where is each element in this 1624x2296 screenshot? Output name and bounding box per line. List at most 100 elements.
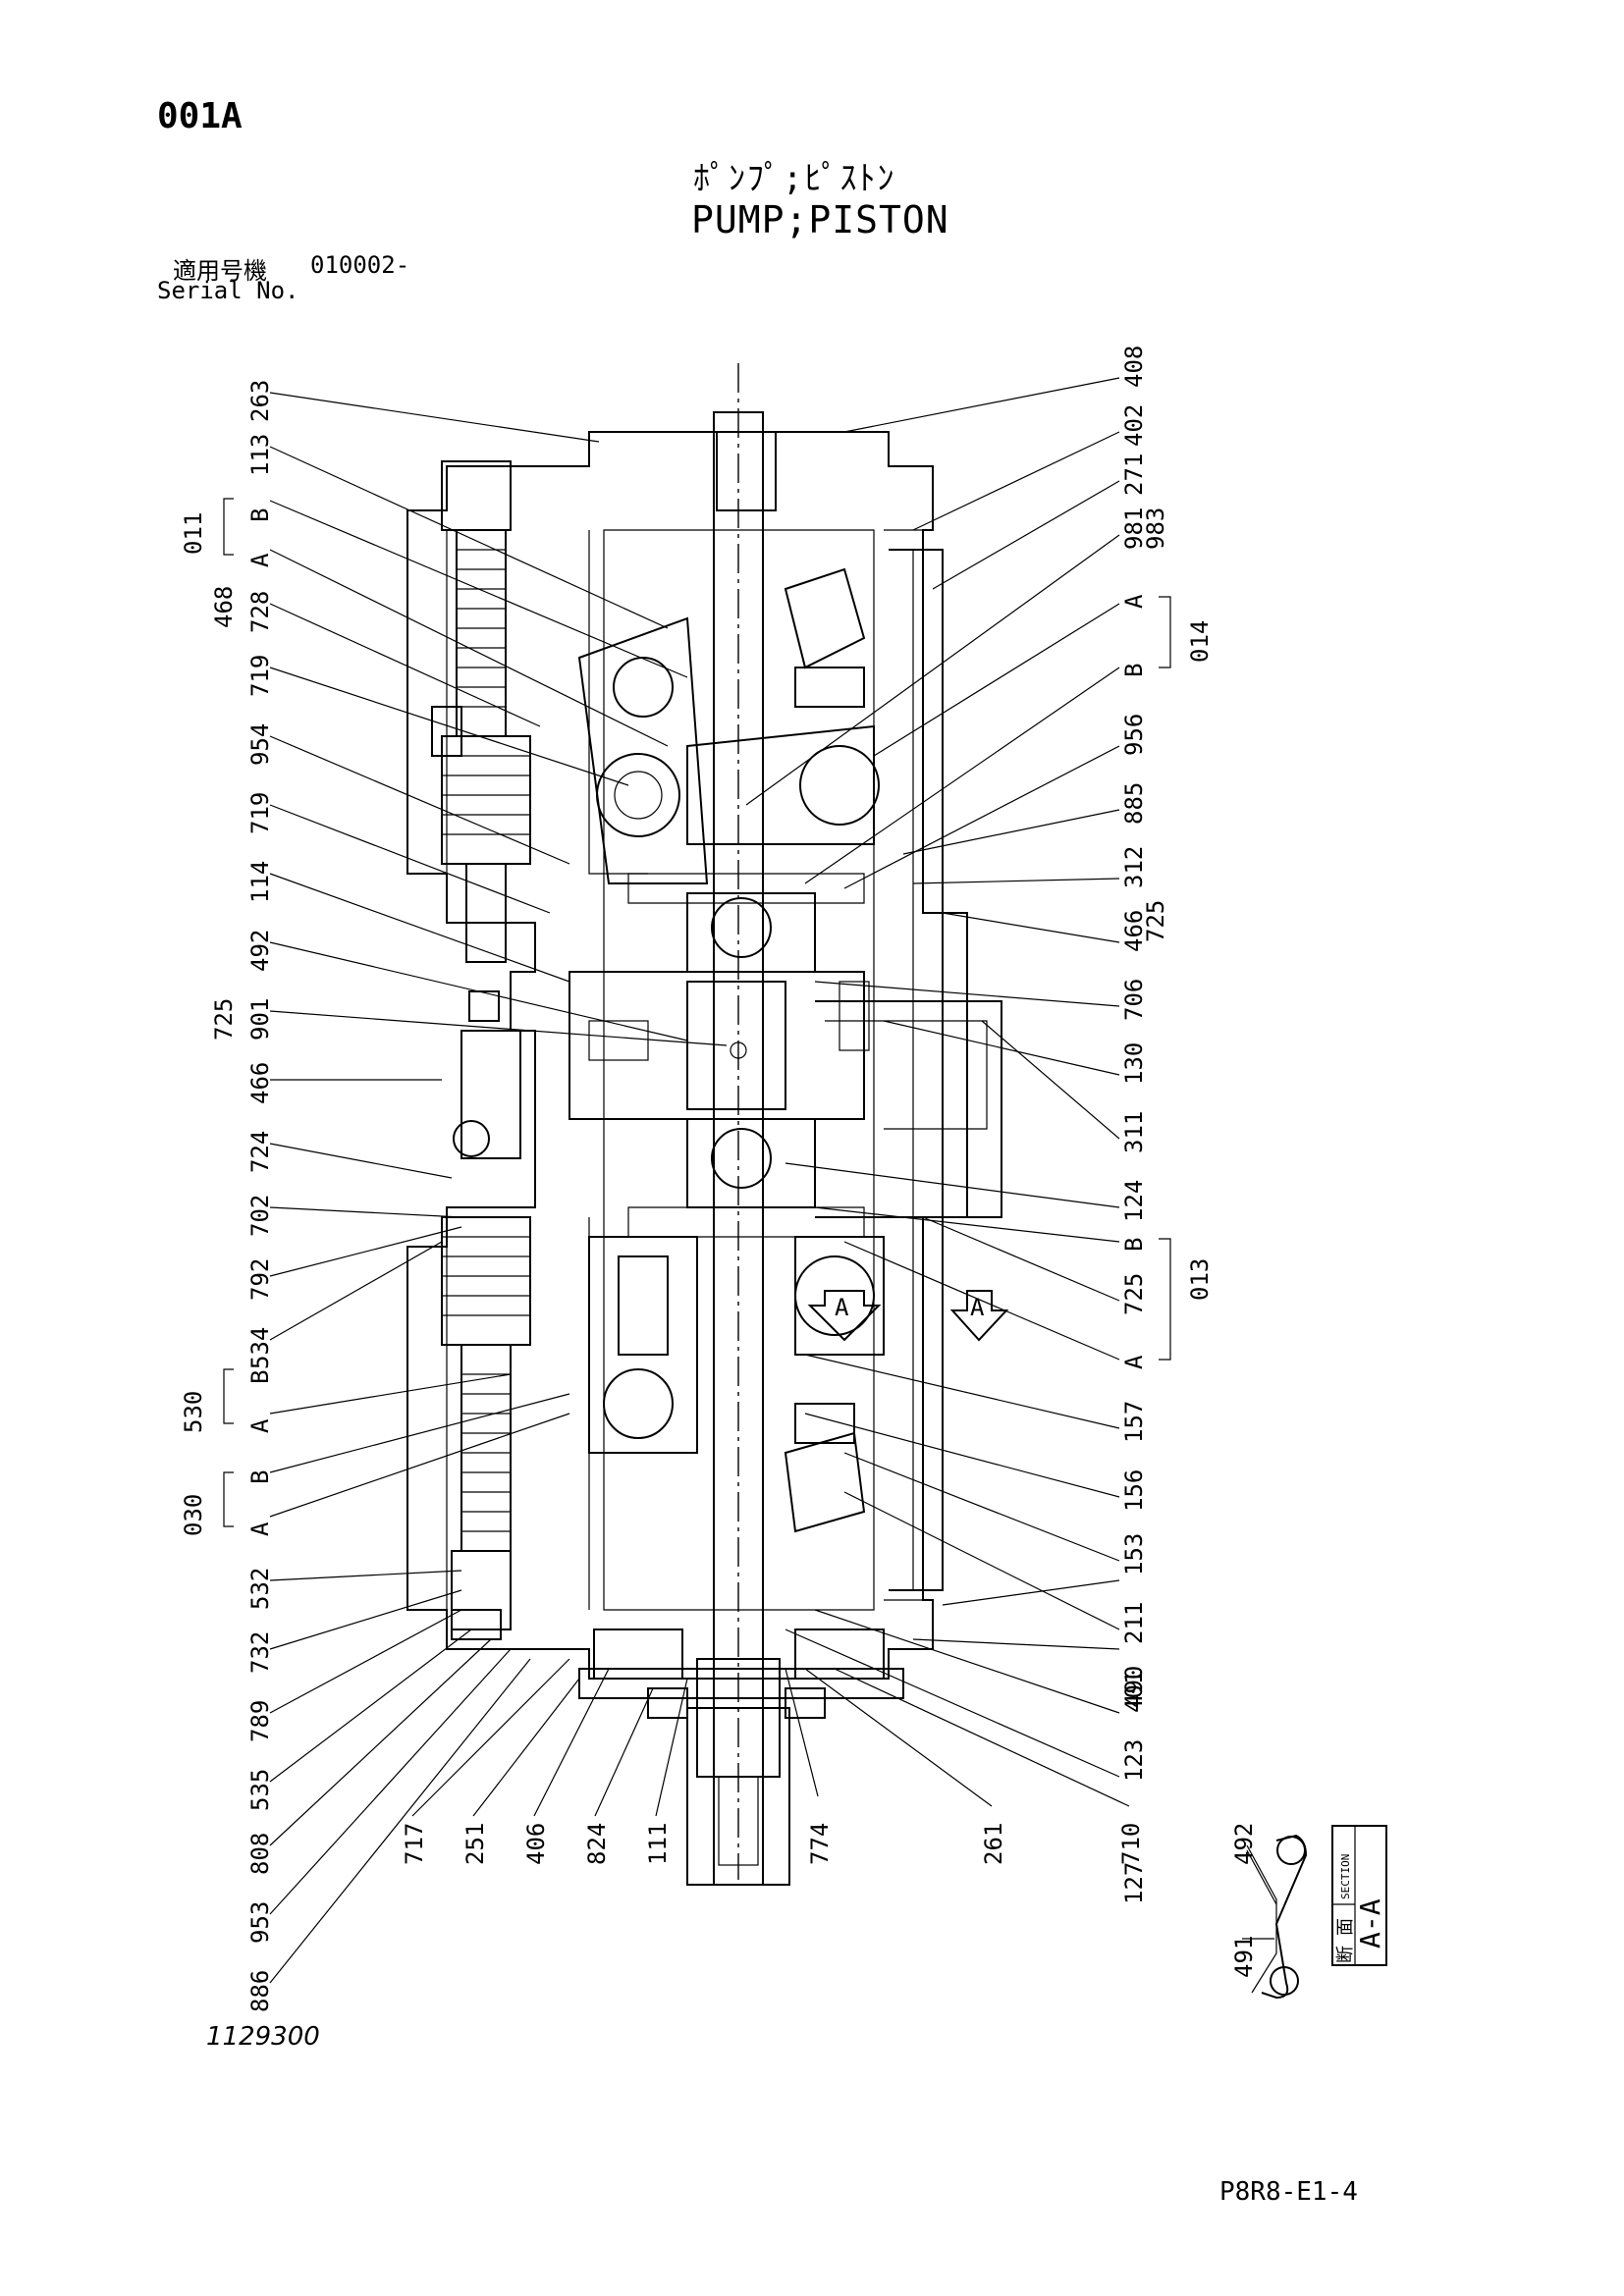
svg-text:263: 263 (246, 380, 274, 422)
svg-text:406: 406 (522, 1823, 550, 1865)
callouts-right-middle: 956 885 312 466 725 706 130 311 124 (1120, 714, 1169, 1222)
svg-text:断: 断 (1335, 1946, 1356, 1963)
svg-text:710: 710 (1117, 1823, 1145, 1865)
svg-text:732: 732 (246, 1631, 274, 1674)
leader-lines-right (745, 377, 1120, 1778)
svg-text:156: 156 (1120, 1469, 1148, 1512)
callout-group-013: B 725 A 013 (1120, 1238, 1214, 1369)
svg-text:402: 402 (1120, 404, 1148, 447)
svg-text:719: 719 (246, 792, 274, 834)
callouts-left-bottom: 532 732 789 535 808 953 886 (246, 1568, 274, 2012)
svg-text:111: 111 (644, 1823, 672, 1865)
rear-cover (815, 549, 1002, 1591)
valve-block (568, 971, 870, 1120)
svg-text:774: 774 (806, 1823, 834, 1865)
svg-text:271: 271 (1120, 454, 1148, 496)
svg-text:983: 983 (1142, 507, 1169, 550)
svg-text:466: 466 (1120, 910, 1148, 952)
svg-text:725: 725 (210, 998, 238, 1041)
svg-text:B: B (1120, 664, 1148, 677)
svg-text:A: A (1120, 1355, 1148, 1369)
svg-text:954: 954 (246, 723, 274, 766)
svg-text:面: 面 (1335, 1918, 1356, 1936)
svg-text:B: B (246, 1370, 274, 1384)
title-japanese: ﾎﾟﾝﾌﾟ;ﾋﾟｽﾄﾝ (693, 159, 896, 198)
svg-text:SECTION: SECTION (1339, 1854, 1352, 1899)
svg-text:792: 792 (246, 1258, 274, 1301)
svg-text:B: B (246, 508, 274, 522)
svg-text:A: A (1120, 594, 1148, 609)
leader-lines-bottom (411, 1658, 1130, 1817)
svg-text:013: 013 (1186, 1258, 1214, 1301)
svg-text:885: 885 (1120, 782, 1148, 825)
callout-group-530: 530 B A (180, 1368, 274, 1433)
section-arrow-left: A (807, 1290, 882, 1342)
svg-text:530: 530 (180, 1391, 207, 1433)
svg-text:A-A: A-A (1354, 1898, 1386, 1949)
section-label-box: 断 面 SECTION A-A (1331, 1825, 1387, 1966)
svg-text:702: 702 (246, 1195, 274, 1237)
callouts-bottom: 717 251 406 824 111 774 261 710 (401, 1823, 1145, 1865)
serial-label-japanese: 適用号機 (173, 257, 267, 285)
svg-text:717: 717 (401, 1823, 428, 1865)
svg-text:153: 153 (1120, 1533, 1148, 1575)
svg-text:A: A (246, 1522, 274, 1536)
serial-label-english: Serial No. (157, 277, 299, 304)
title-english: PUMP;PISTON (691, 198, 949, 241)
svg-text:953: 953 (246, 1901, 274, 1944)
svg-text:901: 901 (246, 998, 274, 1041)
svg-text:725: 725 (1142, 900, 1169, 942)
svg-text:490: 490 (1120, 1666, 1148, 1708)
svg-text:130: 130 (1120, 1042, 1148, 1085)
svg-text:789: 789 (246, 1700, 274, 1742)
callouts-left-top: 113 263 (246, 380, 274, 476)
pump-housing (406, 431, 968, 1680)
svg-text:030: 030 (180, 1494, 207, 1536)
svg-text:956: 956 (1120, 714, 1148, 756)
svg-text:706: 706 (1120, 979, 1148, 1021)
svg-text:B: B (1120, 1238, 1148, 1252)
svg-text:535: 535 (246, 1769, 274, 1811)
svg-text:728: 728 (246, 591, 274, 633)
upper-cylinder-group (577, 567, 880, 973)
svg-text:011: 011 (180, 512, 207, 555)
callout-group-014: A B 014 (1120, 594, 1214, 677)
svg-text:014: 014 (1186, 620, 1214, 663)
svg-text:492: 492 (1230, 1823, 1258, 1865)
svg-text:A: A (246, 553, 274, 567)
svg-text:A: A (970, 1294, 985, 1321)
lower-regulator (441, 1030, 531, 1640)
svg-text:808: 808 (246, 1833, 274, 1875)
svg-text:261: 261 (980, 1823, 1007, 1865)
callouts-right-bottom: 157 156 153 211 (1120, 1401, 1148, 1644)
svg-text:719: 719 (246, 655, 274, 697)
svg-text:401: 401 (1120, 1671, 1148, 1713)
serial-value: 010002- (310, 251, 410, 279)
svg-text:981: 981 (1120, 507, 1148, 550)
svg-text:127: 127 (1120, 1862, 1148, 1904)
svg-text:724: 724 (246, 1131, 274, 1173)
callouts-right-bottom-3: 490 401 123 127 (1120, 1666, 1148, 1904)
svg-text:114: 114 (246, 861, 274, 903)
document-code: P8R8-E1-4 (1219, 2177, 1358, 2207)
svg-text:886: 886 (246, 1970, 274, 2012)
svg-text:251: 251 (461, 1823, 489, 1865)
svg-text:211: 211 (1120, 1602, 1148, 1644)
lower-cylinder-group (588, 1118, 885, 1533)
callouts-left-middle: 468 728 719 954 719 114 492 901 466 725 … (210, 586, 274, 1369)
svg-text:124: 124 (1120, 1180, 1148, 1222)
svg-text:468: 468 (210, 586, 238, 628)
drawing-number: 1129300 (206, 2022, 320, 2052)
svg-text:A: A (246, 1418, 274, 1433)
svg-text:491: 491 (1230, 1936, 1258, 1978)
page-code: 001A (157, 96, 243, 136)
section-arrow-right: A (949, 1290, 1009, 1342)
callout-group-030: 030 B A (180, 1470, 274, 1536)
front-flange (578, 1629, 904, 1719)
svg-text:123: 123 (1120, 1739, 1148, 1782)
svg-text:408: 408 (1120, 346, 1148, 388)
upper-regulator (431, 460, 531, 1022)
svg-text:725: 725 (1120, 1273, 1148, 1315)
svg-text:466: 466 (246, 1062, 274, 1104)
svg-text:311: 311 (1120, 1111, 1148, 1153)
